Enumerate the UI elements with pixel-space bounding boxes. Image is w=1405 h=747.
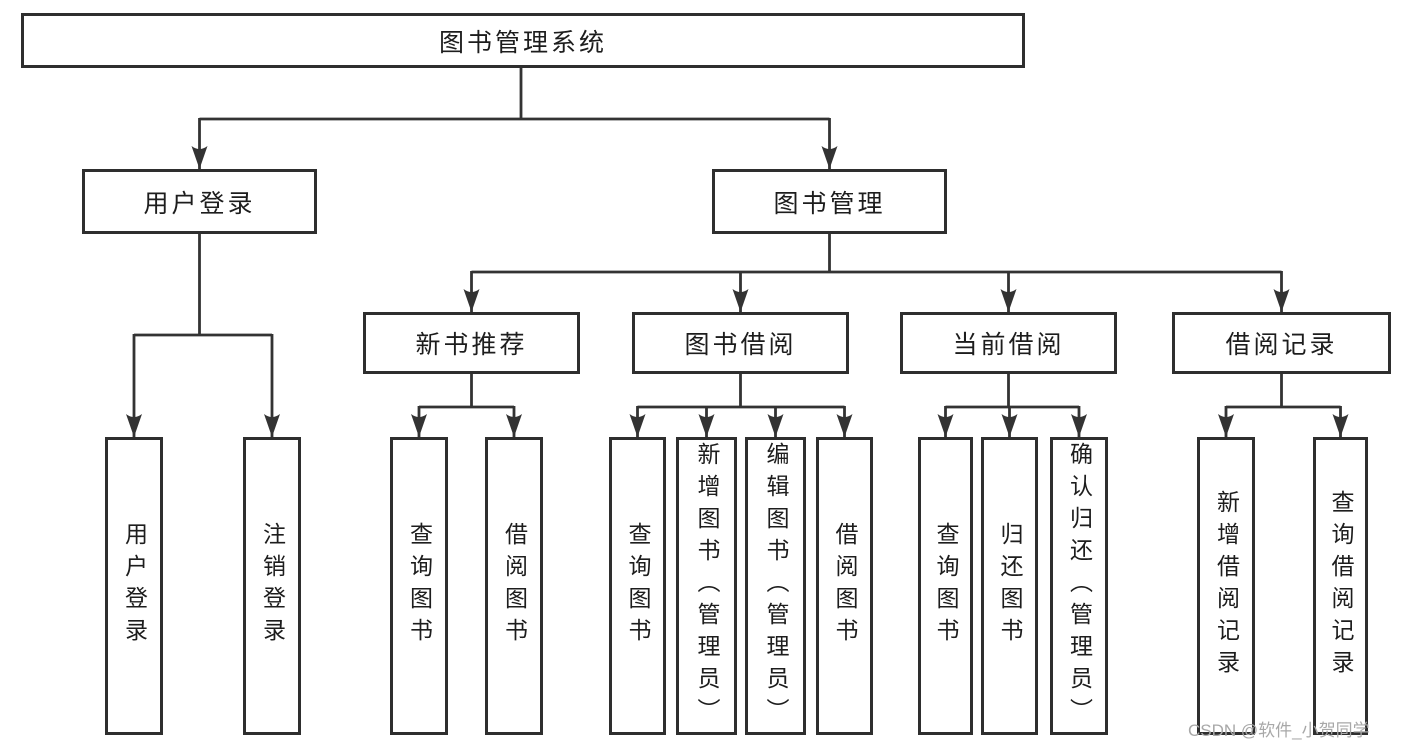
- node-book-borrowing-label: 图书借阅: [684, 331, 797, 359]
- edge-group-root: [191, 68, 838, 169]
- leaf-borrow-books-recommend: 借阅图书: [485, 437, 543, 735]
- node-borrowing-records: 借阅记录: [1172, 312, 1391, 374]
- node-user-login: 用户登录: [82, 169, 317, 234]
- leaf-query-books-recommend-label: 查询图书: [406, 522, 433, 650]
- leaf-confirm-return-admin-label: 确认归还（管理员）: [1066, 442, 1093, 730]
- node-current-borrowing: 当前借阅: [900, 312, 1117, 374]
- leaf-borrow-books-borrowing: 借阅图书: [816, 437, 873, 735]
- leaf-return-books: 归还图书: [981, 437, 1038, 735]
- node-book-management: 图书管理: [712, 169, 947, 234]
- leaf-add-books-admin: 新增图书（管理员）: [676, 437, 737, 735]
- node-user-login-label: 用户登录: [143, 189, 256, 218]
- edge-group-new-book-recommend: [411, 374, 522, 437]
- leaf-return-books-label: 归还图书: [997, 522, 1023, 650]
- leaf-confirm-return-admin: 确认归还（管理员）: [1050, 437, 1108, 735]
- node-root: 图书管理系统: [21, 13, 1025, 68]
- node-book-borrowing: 图书借阅: [632, 312, 849, 374]
- leaf-add-borrow-record: 新增借阅记录: [1197, 437, 1255, 735]
- node-root-label: 图书管理系统: [438, 28, 607, 57]
- leaf-logout-label: 注销登录: [259, 522, 286, 650]
- leaf-user-login-label: 用户登录: [121, 522, 148, 650]
- node-book-management-label: 图书管理: [773, 189, 886, 218]
- leaf-add-borrow-record-label: 新增借阅记录: [1213, 490, 1240, 682]
- leaf-user-login: 用户登录: [105, 437, 163, 735]
- leaf-query-books-recommend: 查询图书: [390, 437, 448, 735]
- leaf-edit-books-admin-label: 编辑图书（管理员）: [763, 442, 789, 730]
- node-borrowing-records-label: 借阅记录: [1225, 331, 1338, 359]
- leaf-add-books-admin-label: 新增图书（管理员）: [694, 442, 720, 730]
- edge-group-book-management: [463, 234, 1290, 312]
- leaf-query-borrow-record: 查询借阅记录: [1313, 437, 1368, 735]
- leaf-borrow-books-borrowing-label: 借阅图书: [832, 522, 858, 650]
- watermark: CSDN @软件_小贺同学: [1188, 721, 1370, 740]
- leaf-query-books-borrowing-label: 查询图书: [625, 522, 651, 650]
- edge-group-book-borrowing: [629, 374, 853, 437]
- node-current-borrowing-label: 当前借阅: [952, 331, 1065, 359]
- node-new-book-recommend-label: 新书推荐: [415, 331, 528, 359]
- node-new-book-recommend: 新书推荐: [363, 312, 580, 374]
- edge-group-current-borrowing: [937, 374, 1087, 437]
- edge-group-user-login: [126, 234, 280, 437]
- leaf-borrow-books-recommend-label: 借阅图书: [501, 522, 528, 650]
- leaf-query-books-borrowing: 查询图书: [609, 437, 666, 735]
- leaf-query-borrow-record-label: 查询借阅记录: [1328, 490, 1354, 682]
- leaf-query-books-current-label: 查询图书: [933, 522, 959, 650]
- leaf-logout: 注销登录: [243, 437, 301, 735]
- leaf-query-books-current: 查询图书: [918, 437, 973, 735]
- leaf-edit-books-admin: 编辑图书（管理员）: [745, 437, 806, 735]
- edge-group-borrowing-records: [1218, 374, 1349, 437]
